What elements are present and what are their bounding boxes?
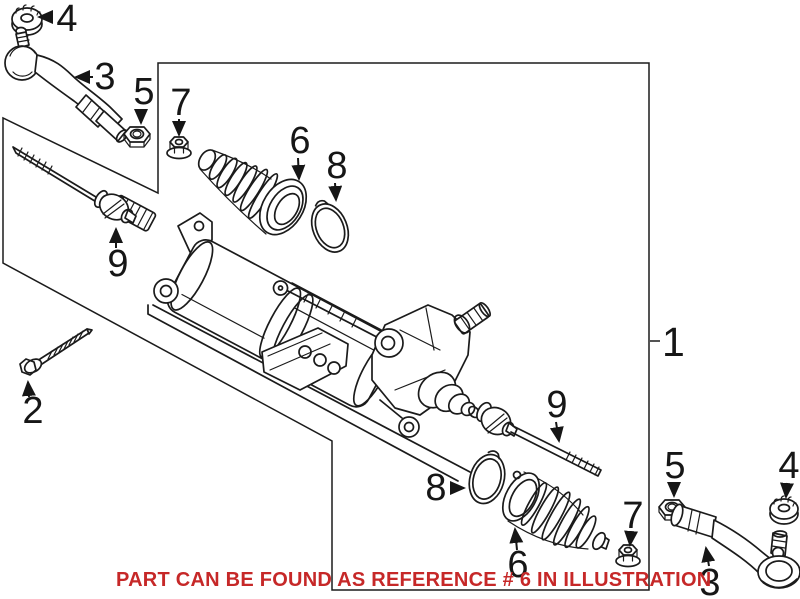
arrow-4-right [780, 482, 794, 499]
lock-nut-right-drawing [769, 495, 799, 525]
arrow-8-left [328, 182, 343, 202]
callout-5-left: 5 [133, 71, 154, 113]
callout-2: 2 [22, 390, 43, 432]
callout-labels: 1 2 3 3 4 4 5 5 6 6 7 7 8 8 9 9 [22, 0, 799, 599]
flange-nut-right-drawing [615, 544, 641, 568]
callout-8-left: 8 [326, 145, 347, 187]
callout-4-left: 4 [56, 0, 77, 40]
reference-note: PART CAN BE FOUND AS REFERENCE # 6 IN IL… [116, 569, 712, 591]
arrow-9-right [549, 421, 564, 443]
callout-3-left: 3 [94, 56, 115, 98]
callout-5-right: 5 [664, 445, 685, 487]
arrow-2 [21, 380, 36, 398]
callout-8-right: 8 [425, 467, 446, 509]
boot-clamp-right-drawing [468, 450, 506, 505]
jam-nut-left-drawing [123, 126, 151, 148]
bellows-boot-left-drawing [197, 149, 308, 236]
callout-7-left: 7 [170, 82, 191, 124]
inner-tie-rod-left-drawing [12, 146, 137, 224]
callout-1: 1 [662, 319, 685, 365]
outer-tie-rod-end-right-drawing [670, 503, 800, 589]
callout-4-right: 4 [778, 445, 799, 487]
callout-3-right: 3 [699, 562, 720, 599]
steering-gear-assembly-drawing [110, 194, 492, 482]
callout-arrows [21, 10, 794, 567]
flange-nut-left-drawing [166, 136, 192, 160]
callout-6-right: 6 [507, 544, 528, 586]
bolt-drawing [19, 328, 93, 376]
arrow-6-right [509, 527, 524, 551]
assembly-boundary-box [2, 62, 660, 591]
outer-tie-rod-end-left-drawing [4, 26, 129, 143]
callout-9-right: 9 [546, 384, 567, 426]
callout-7-right: 7 [622, 495, 643, 537]
arrow-3-right [701, 546, 716, 567]
callout-6-left: 6 [289, 120, 310, 162]
boot-clamp-left-drawing [310, 199, 350, 253]
bellows-boot-right-drawing [501, 470, 610, 551]
arrow-7-right [624, 530, 639, 547]
inner-tie-rod-right-drawing [476, 401, 602, 477]
callout-9-left: 9 [107, 243, 128, 285]
arrow-6-left [291, 157, 306, 181]
